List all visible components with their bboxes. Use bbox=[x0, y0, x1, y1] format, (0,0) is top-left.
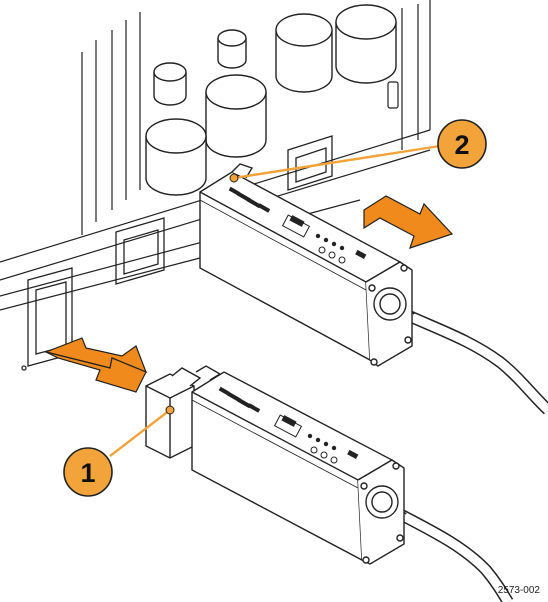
upper-probe-end-cap bbox=[365, 261, 413, 367]
lower-probe-connector bbox=[145, 365, 222, 459]
lower-probe-labels bbox=[218, 386, 359, 459]
upper-probe bbox=[199, 163, 548, 415]
knob-middle bbox=[205, 74, 267, 158]
lower-probe bbox=[145, 365, 514, 602]
callout-1-label: 1 bbox=[80, 458, 95, 488]
knob-bottom-left bbox=[145, 118, 207, 196]
upper-probe-cable bbox=[397, 306, 548, 415]
callout-2-label: 2 bbox=[454, 130, 469, 160]
knob-top-middle bbox=[275, 13, 333, 93]
figure-id: 2573-002 bbox=[497, 585, 540, 596]
knob-small-left bbox=[153, 62, 187, 106]
remove-arrow bbox=[363, 195, 454, 249]
knob-top-right bbox=[335, 4, 397, 84]
leader-lines bbox=[109, 144, 441, 457]
insert-arrow bbox=[44, 337, 148, 393]
port-channel-middle bbox=[115, 217, 165, 285]
callout-2: 2 bbox=[437, 119, 487, 169]
callout-1: 1 bbox=[63, 447, 113, 497]
lower-probe-end-cap bbox=[357, 459, 405, 565]
knob-small-top bbox=[217, 29, 247, 69]
front-panel-knobs bbox=[145, 4, 397, 196]
port-channel-right bbox=[287, 135, 333, 191]
leader-line-1 bbox=[109, 409, 171, 457]
leader-endpoints bbox=[165, 173, 239, 415]
leader-line-2 bbox=[233, 144, 441, 180]
